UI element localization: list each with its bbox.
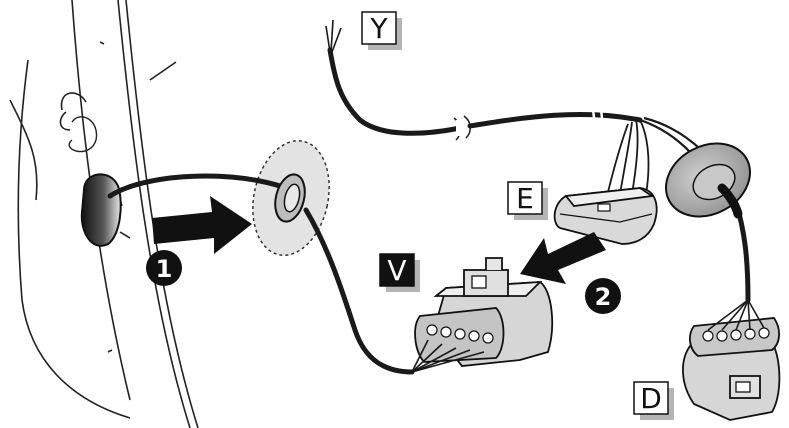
arrow-step-2	[520, 232, 606, 284]
cable-break-2	[590, 99, 604, 119]
label-v-text: V	[387, 254, 406, 287]
connector-v	[414, 257, 554, 367]
label-y-text: Y	[369, 12, 388, 45]
label-y: Y	[361, 11, 402, 50]
label-e: E	[507, 181, 548, 220]
step-marker-1: 1	[146, 250, 182, 286]
step-2-text: 2	[595, 283, 612, 311]
label-v: V	[379, 253, 420, 292]
cable-break-fill-1	[456, 120, 465, 136]
label-d-text: D	[640, 382, 662, 415]
wires-to-e	[607, 119, 650, 195]
large-grommet	[664, 142, 752, 219]
step-1-text: 1	[156, 255, 173, 283]
small-grommet	[274, 173, 306, 223]
arrow-step-1	[152, 196, 252, 254]
connector-d	[682, 317, 781, 421]
label-d: D	[633, 381, 674, 420]
step-marker-2: 2	[585, 278, 621, 314]
wire-ends-y	[325, 19, 342, 53]
connector-e	[553, 187, 658, 245]
panel-hole	[80, 173, 122, 247]
cables	[107, 47, 751, 375]
wires-to-v	[411, 339, 485, 373]
wires-to-d	[707, 299, 765, 331]
label-e-text: E	[516, 182, 534, 215]
